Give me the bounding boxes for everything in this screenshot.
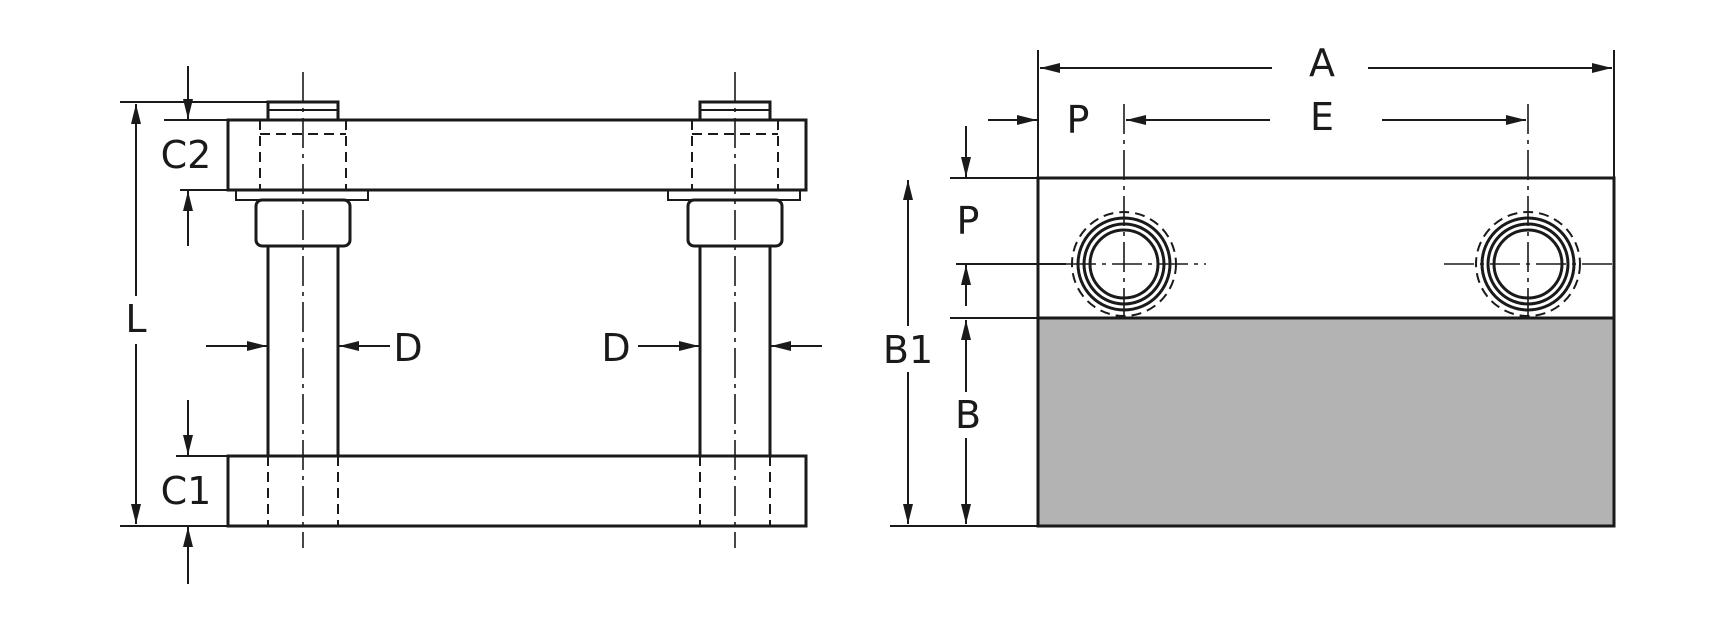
plate-outline <box>1036 176 1616 528</box>
label-C1: C1 <box>161 469 212 513</box>
label-E: E <box>1310 95 1334 139</box>
label-P-side: P <box>957 199 980 243</box>
label-P-top: P <box>1067 98 1090 142</box>
label-D-left: D <box>393 326 422 370</box>
top-view: A E P P B1 B <box>883 41 1616 528</box>
bottom-plate <box>226 454 808 528</box>
shaded-region <box>1038 318 1614 526</box>
label-A: A <box>1309 41 1335 85</box>
label-D-right: D <box>601 326 630 370</box>
label-B: B <box>955 393 981 437</box>
top-plate <box>226 118 808 192</box>
label-L: L <box>125 297 146 341</box>
front-view: L C2 C1 D D <box>118 66 822 584</box>
label-C2: C2 <box>161 133 212 177</box>
label-B1: B1 <box>883 328 933 372</box>
